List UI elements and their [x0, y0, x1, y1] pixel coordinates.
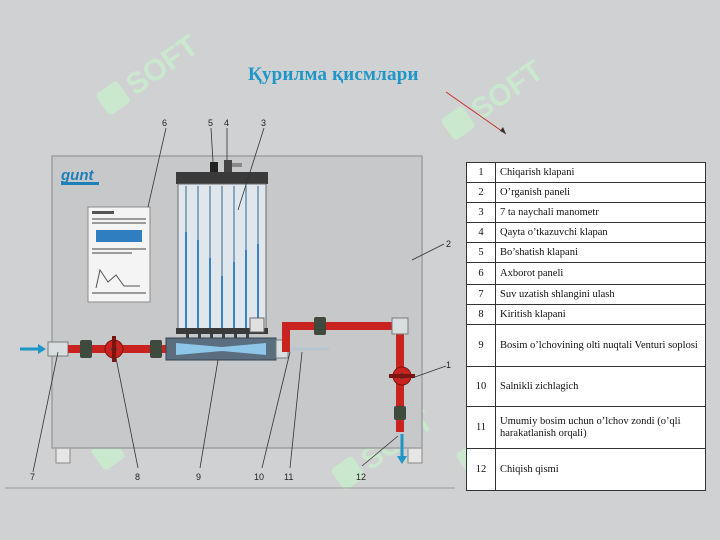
pipe-union — [150, 340, 162, 358]
callout-4: 4 — [224, 118, 229, 128]
callout-1: 1 — [446, 360, 451, 370]
part-label: 7 ta naychali manometr — [495, 202, 706, 223]
watermark-text: SOFT — [120, 29, 204, 102]
callout-numbers: 6 5 4 3 2 1 7 8 9 10 11 12 — [30, 118, 451, 482]
callout-6: 6 — [162, 118, 167, 128]
part-number: 11 — [466, 406, 496, 449]
part-label: Kiritish klapani — [495, 304, 706, 325]
part-label: Qayta o’tkazuvchi klapan — [495, 222, 706, 243]
callout-5: 5 — [208, 118, 213, 128]
inlet-valve — [104, 336, 124, 362]
part-number: 10 — [466, 366, 496, 407]
part-label: Umumiy bosim uchun o’lchov zondi (o’qli … — [495, 406, 706, 449]
part-label: Chiqarish klapani — [495, 162, 706, 183]
part-label: Chiqish qismi — [495, 448, 706, 491]
outlet-arrow — [397, 434, 407, 464]
panel-foot — [55, 446, 71, 464]
callout-8: 8 — [135, 472, 140, 482]
venturi-nozzle — [165, 334, 277, 361]
part-number: 12 — [466, 448, 496, 491]
reverse-valve — [224, 160, 242, 172]
panel-foot — [407, 446, 423, 464]
part-number: 2 — [466, 182, 496, 203]
logo-text: gunt — [60, 167, 94, 184]
callout-7: 7 — [30, 472, 35, 482]
outlet-valve — [389, 366, 415, 386]
title-pointer — [445, 91, 507, 135]
callout-3: 3 — [261, 118, 266, 128]
part-label: Suv uzatish shlangini ulash — [495, 284, 706, 305]
callout-2: 2 — [446, 239, 451, 249]
inlet-arrow — [20, 344, 46, 354]
part-label: Axborot paneli — [495, 262, 706, 285]
part-number: 5 — [466, 242, 496, 263]
information-panel — [87, 206, 151, 303]
tube-manometer — [176, 172, 268, 334]
callout-10: 10 — [254, 472, 264, 482]
pipe-union — [80, 340, 92, 358]
part-number: 3 — [466, 202, 496, 223]
callout-11: 11 — [284, 472, 293, 482]
callout-9: 9 — [196, 472, 201, 482]
part-label: O’rganish paneli — [495, 182, 706, 203]
part-number: 6 — [466, 262, 496, 285]
leader-lines — [32, 127, 447, 473]
part-number: 8 — [466, 304, 496, 325]
callout-12: 12 — [356, 472, 366, 482]
part-label: Salnikli zichlagich — [495, 366, 706, 407]
part-number: 1 — [466, 162, 496, 183]
part-label: Bosim o’lchovining olti nuqtali Venturi … — [495, 324, 706, 367]
watermark-text: SOFT — [465, 54, 549, 127]
part-number: 4 — [466, 222, 496, 243]
drain-valve — [210, 162, 218, 172]
probe-holder — [249, 317, 265, 333]
part-number: 7 — [466, 284, 496, 305]
gunt-logo: gunt — [60, 166, 100, 185]
part-label: Bo’shatish klapani — [495, 242, 706, 263]
page-title: Қурилма қисмлари — [248, 64, 419, 85]
part-number: 9 — [466, 324, 496, 367]
